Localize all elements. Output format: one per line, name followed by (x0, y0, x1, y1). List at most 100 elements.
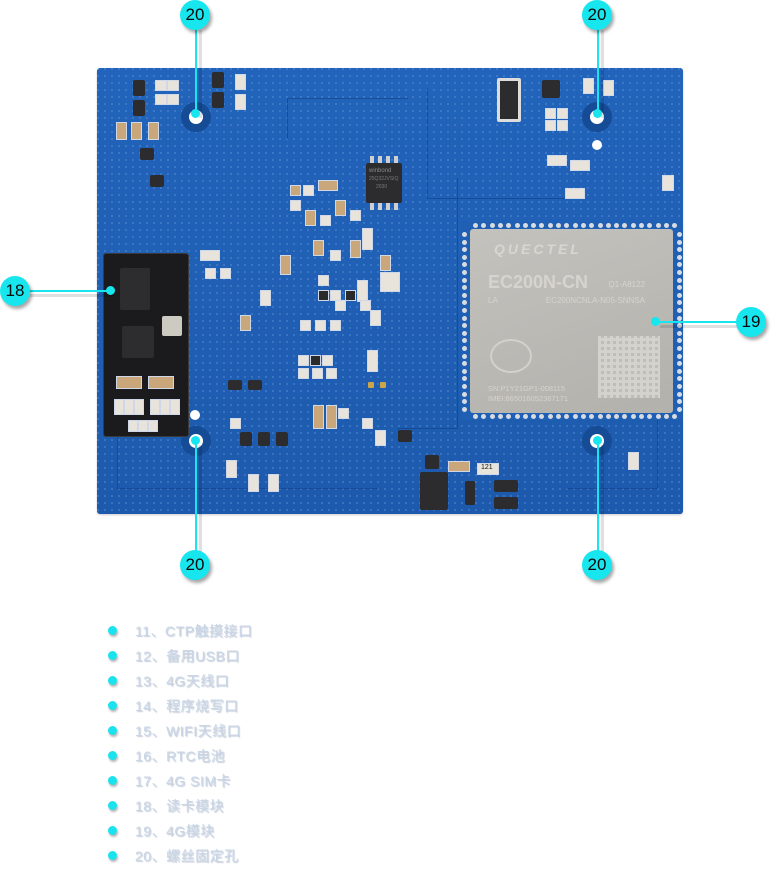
smd-component (326, 368, 337, 379)
ic-chip (420, 472, 448, 510)
module-pad (514, 414, 520, 419)
module-pad (677, 315, 682, 321)
smd-component (260, 290, 271, 306)
callout-badge-module-4g: 19 (736, 307, 766, 337)
transistor-icon (228, 380, 242, 390)
small-hole (592, 140, 602, 150)
pcb-trace (427, 88, 578, 199)
module-pad (564, 414, 570, 419)
module-pad (663, 223, 669, 228)
legend-item: 20、螺丝固定孔 (105, 843, 253, 868)
module-pad (462, 247, 467, 253)
resistor-label: 121 (481, 464, 493, 471)
module-pad (589, 414, 595, 419)
callout-line (597, 28, 599, 116)
callout-line (656, 321, 740, 323)
smd-component (205, 268, 216, 279)
callout-dot (651, 317, 660, 326)
led-component (226, 460, 237, 478)
callout-line (597, 443, 599, 553)
module-pad (663, 414, 669, 419)
smd-component (330, 250, 341, 261)
smd-component (290, 185, 301, 196)
module-pad (677, 323, 682, 329)
module-pad (462, 300, 467, 306)
legend-label: 12、备用USB口 (135, 647, 240, 664)
legend-item: 14、程序烧写口 (105, 693, 253, 718)
module-variant: LA (488, 296, 498, 305)
led-component (268, 474, 279, 492)
smd-component (338, 408, 349, 419)
module-pad (572, 414, 578, 419)
smd-component (570, 160, 590, 171)
callout-shadow (199, 30, 202, 118)
module-pad (622, 414, 628, 419)
module-pad (547, 414, 553, 419)
module-pad (677, 254, 682, 260)
fuse (148, 376, 174, 389)
led-component (248, 474, 259, 492)
smd-component (565, 188, 585, 199)
smd-component (318, 180, 338, 191)
legend-label: 19、4G模块 (135, 822, 215, 839)
module-pad (677, 285, 682, 291)
module-pad (630, 414, 636, 419)
bullet-icon (108, 801, 117, 810)
module-imei: IMEI:865016052367171 (488, 394, 569, 403)
transistor-icon (150, 175, 164, 187)
module-pad (677, 270, 682, 275)
module-pad (556, 223, 561, 228)
module-pad (677, 391, 682, 397)
card-reader-module (103, 253, 189, 437)
smd-component (350, 240, 361, 258)
capacitor (148, 122, 159, 140)
legend-item: 18、读卡模块 (105, 793, 253, 818)
smd-component (290, 200, 301, 211)
chip-pin (394, 203, 398, 210)
callout-badge-hole-bottom-left: 20 (180, 550, 210, 580)
transistor-icon (240, 432, 252, 446)
module-pad (630, 223, 636, 228)
transistor-icon (398, 430, 412, 442)
ccc-certification-icon (490, 339, 532, 373)
smd-component (170, 399, 180, 415)
callout-shadow (199, 445, 202, 555)
capacitor (116, 122, 127, 140)
module-pad (462, 346, 467, 351)
module-pad (497, 414, 503, 419)
smd-component (583, 78, 594, 94)
smd-component (298, 368, 309, 379)
module-pad (531, 223, 537, 228)
capacitor (131, 122, 142, 140)
module-pad (614, 414, 620, 419)
module-pad (572, 223, 578, 228)
module-pad (639, 414, 644, 419)
module-pad (647, 223, 653, 228)
smd-component (380, 272, 400, 292)
module-pad (462, 399, 467, 405)
module-pad (677, 384, 682, 389)
flash-chip-brand: winbond (369, 168, 392, 174)
module-pad (473, 223, 478, 228)
module-pad (539, 414, 545, 419)
bullet-icon (108, 851, 117, 860)
smd-component (362, 418, 373, 429)
smd-component (235, 74, 246, 90)
module-pad (589, 223, 595, 228)
smd-component (155, 80, 167, 91)
bullet-icon (108, 701, 117, 710)
module-pad (677, 353, 682, 359)
bullet-icon (108, 826, 117, 835)
chip-pin (378, 156, 382, 163)
led-component (628, 452, 639, 470)
smd-component (312, 368, 323, 379)
pcb-trace (397, 178, 458, 429)
legend-label: 15、WIFI天线口 (135, 722, 242, 739)
smd-component (320, 215, 331, 226)
smd-component (310, 355, 321, 366)
smd-component (360, 300, 371, 311)
legend-list: 11、CTP触摸接口 12、备用USB口 13、4G天线口 14、程序烧写口 1… (105, 618, 253, 868)
module-pad (655, 223, 661, 228)
callout-line (28, 290, 112, 292)
bullet-icon (108, 626, 117, 635)
